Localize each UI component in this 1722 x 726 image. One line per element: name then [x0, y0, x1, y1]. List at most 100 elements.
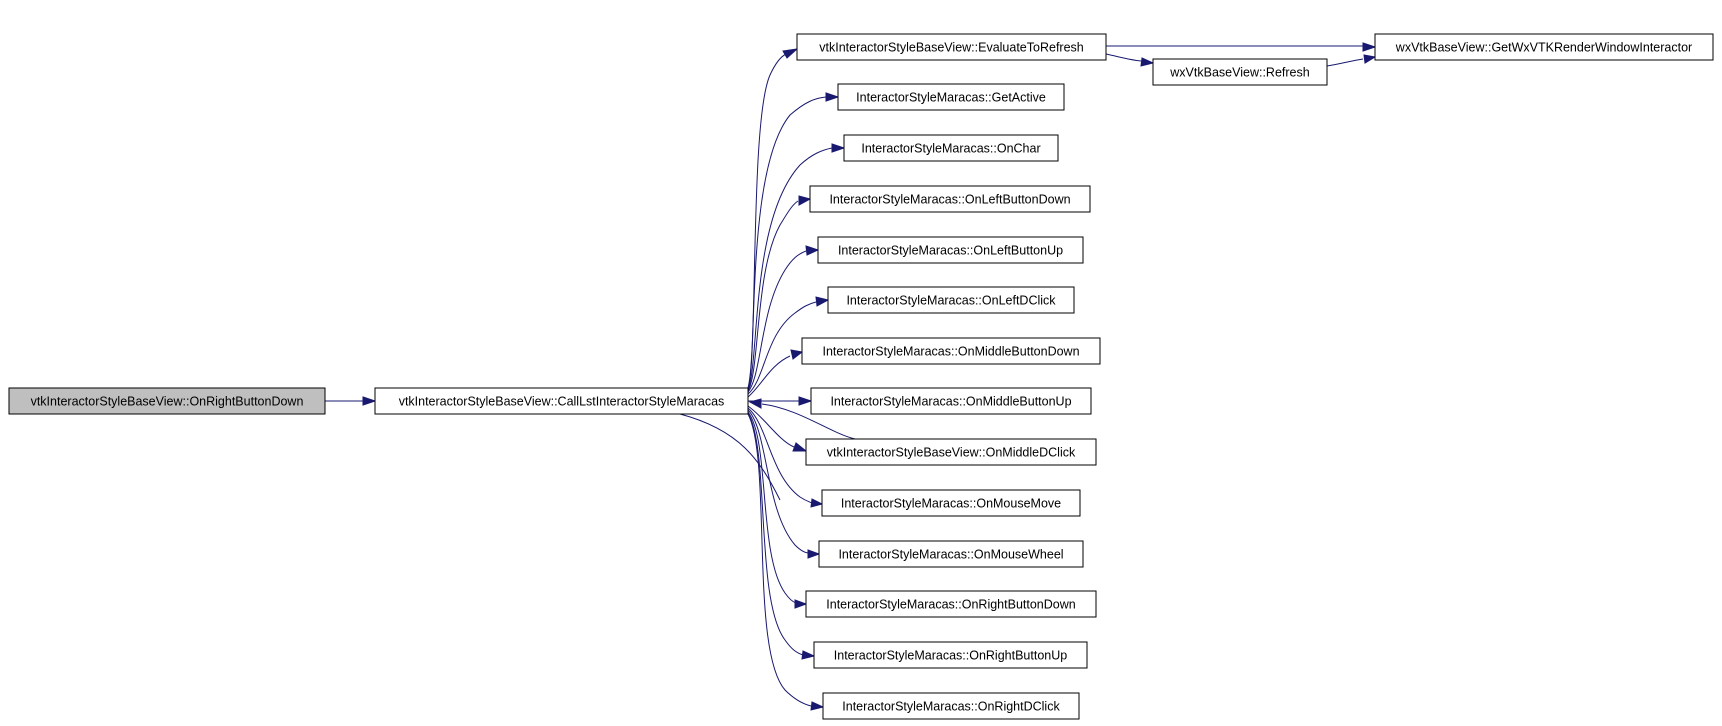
call-node[interactable]: vtkInteractorStyleBaseView::CallLstInter… — [374, 387, 749, 415]
on-middle-d-click-node-box — [805, 438, 1097, 466]
call-to-onrbd-edge-line — [747, 411, 797, 604]
root-to-call-edge — [325, 396, 377, 406]
nodes: vtkInteractorStyleBaseView::OnRightButto… — [8, 33, 1714, 720]
call-to-onmm-lower-edge-line — [679, 413, 781, 501]
call-to-onrbd-edge — [747, 411, 808, 609]
call-to-onrbu-edge-arrowhead — [801, 650, 816, 660]
call-to-onlbd-edge — [747, 195, 812, 392]
on-mouse-wheel-node[interactable]: InteractorStyleMaracas::OnMouseWheel — [818, 540, 1084, 568]
refresh-node[interactable]: wxVtkBaseView::Refresh — [1152, 58, 1328, 86]
on-right-d-click-node[interactable]: InteractorStyleMaracas::OnRightDClick — [822, 692, 1080, 720]
on-mouse-wheel-node-box — [818, 540, 1084, 568]
on-char-node-box — [843, 134, 1059, 162]
call-to-eval-edge-arrowhead — [782, 48, 799, 59]
evaluate-to-refresh-node[interactable]: vtkInteractorStyleBaseView::EvaluateToRe… — [796, 33, 1107, 61]
eval-to-refresh-edge-arrowhead — [1140, 57, 1155, 67]
root-to-call-edge-arrowhead — [362, 396, 377, 406]
root-node-label: vtkInteractorStyleBaseView::OnRightButto… — [31, 395, 304, 409]
eval-to-refresh-edge — [1105, 53, 1155, 67]
on-left-button-up-node-box — [817, 236, 1084, 264]
on-middle-button-up-node[interactable]: InteractorStyleMaracas::OnMiddleButtonUp — [810, 387, 1092, 415]
on-middle-button-down-node-label: InteractorStyleMaracas::OnMiddleButtonDo… — [822, 345, 1079, 359]
on-right-button-up-node-box — [813, 641, 1088, 669]
on-right-d-click-node-box — [822, 692, 1080, 720]
call-to-onrdc-edge-arrowhead — [810, 701, 825, 711]
call-to-onldc-edge-line — [747, 301, 817, 395]
call-to-onrbu-edge-line — [747, 412, 804, 656]
on-left-button-up-node[interactable]: InteractorStyleMaracas::OnLeftButtonUp — [817, 236, 1084, 264]
call-to-getactive-edge-line — [747, 96, 827, 390]
on-middle-d-click-node-label: vtkInteractorStyleBaseView::OnMiddleDCli… — [827, 446, 1076, 460]
onmdc-to-call-edge-line — [761, 403, 856, 440]
call-to-onmm-edge-arrowhead — [810, 498, 824, 508]
on-middle-button-up-node-box — [810, 387, 1092, 415]
root-node[interactable]: vtkInteractorStyleBaseView::OnRightButto… — [8, 387, 326, 415]
onmdc-to-call-edge — [748, 398, 856, 440]
on-middle-button-down-node[interactable]: InteractorStyleMaracas::OnMiddleButtonDo… — [801, 337, 1101, 365]
on-left-button-down-node-label: InteractorStyleMaracas::OnLeftButtonDown — [829, 193, 1070, 207]
eval-to-getwx-edge — [1106, 42, 1377, 52]
call-to-eval-edge-line — [747, 53, 787, 389]
get-active-node-label: InteractorStyleMaracas::GetActive — [856, 91, 1046, 105]
refresh-node-box — [1152, 58, 1328, 86]
on-left-d-click-node[interactable]: InteractorStyleMaracas::OnLeftDClick — [827, 286, 1075, 314]
on-right-button-down-node[interactable]: InteractorStyleMaracas::OnRightButtonDow… — [805, 590, 1097, 618]
call-node-label: vtkInteractorStyleBaseView::CallLstInter… — [399, 395, 725, 409]
edges — [325, 42, 1377, 711]
call-to-onrbd-edge-arrowhead — [794, 599, 808, 609]
on-mouse-wheel-node-label: InteractorStyleMaracas::OnMouseWheel — [838, 548, 1063, 562]
call-to-onmw-edge — [747, 409, 821, 559]
call-to-onmdc-edge-line — [747, 405, 795, 448]
on-char-node-label: InteractorStyleMaracas::OnChar — [861, 142, 1040, 156]
on-mouse-move-node[interactable]: InteractorStyleMaracas::OnMouseMove — [821, 489, 1081, 517]
root-node-box — [8, 387, 326, 415]
on-middle-d-click-node[interactable]: vtkInteractorStyleBaseView::OnMiddleDCli… — [805, 438, 1097, 466]
call-to-onldc-edge — [747, 296, 830, 395]
call-to-onlbd-edge-arrowhead — [798, 195, 812, 206]
on-left-d-click-node-label: InteractorStyleMaracas::OnLeftDClick — [846, 294, 1056, 308]
on-mouse-move-node-box — [821, 489, 1081, 517]
on-right-d-click-node-label: InteractorStyleMaracas::OnRightDClick — [842, 700, 1060, 714]
on-middle-button-down-node-box — [801, 337, 1101, 365]
evaluate-to-refresh-node-box — [796, 33, 1107, 61]
on-left-button-down-node[interactable]: InteractorStyleMaracas::OnLeftButtonDown — [809, 185, 1091, 213]
call-to-onmdc-edge — [747, 405, 808, 452]
call-to-onlbu-edge-arrowhead — [805, 245, 820, 256]
call-node-box — [374, 387, 749, 415]
call-to-onmbd-edge-arrowhead — [790, 349, 804, 360]
onmdc-to-call-edge-arrowhead — [748, 398, 762, 409]
on-right-button-down-node-label: InteractorStyleMaracas::OnRightButtonDow… — [826, 598, 1075, 612]
on-left-button-up-node-label: InteractorStyleMaracas::OnLeftButtonUp — [838, 244, 1063, 258]
call-to-onmbd-edge-line — [747, 355, 791, 398]
call-to-getactive-edge — [747, 92, 840, 390]
get-wx-vtk-render-window-interactor-node[interactable]: wxVtkBaseView::GetWxVTKRenderWindowInter… — [1374, 33, 1714, 61]
call-to-onmbu-edge-arrowhead — [798, 396, 813, 406]
on-char-node[interactable]: InteractorStyleMaracas::OnChar — [843, 134, 1059, 162]
on-left-d-click-node-box — [827, 286, 1075, 314]
refresh-to-getwx-edge-line — [1326, 58, 1364, 67]
on-right-button-down-node-box — [805, 590, 1097, 618]
call-to-onchar-edge-line — [747, 147, 833, 391]
eval-to-refresh-edge-line — [1105, 53, 1142, 62]
call-to-onrdc-edge-line — [747, 413, 812, 707]
call-to-onmdc-edge-arrowhead — [792, 442, 808, 452]
call-to-onmm-lower-edge — [679, 413, 781, 501]
refresh-to-getwx-edge-arrowhead — [1363, 54, 1377, 64]
call-to-onlbd-edge-line — [747, 200, 799, 392]
get-active-node-box — [837, 83, 1065, 111]
call-to-onrbu-edge — [747, 412, 816, 660]
get-active-node[interactable]: InteractorStyleMaracas::GetActive — [837, 83, 1065, 111]
refresh-to-getwx-edge — [1326, 54, 1377, 67]
call-to-onchar-edge — [747, 143, 846, 391]
call-to-getactive-edge-arrowhead — [825, 92, 840, 102]
call-to-onmw-edge-arrowhead — [807, 549, 821, 559]
call-to-onlbu-edge — [747, 245, 820, 393]
on-middle-button-up-node-label: InteractorStyleMaracas::OnMiddleButtonUp — [830, 395, 1071, 409]
on-mouse-move-node-label: InteractorStyleMaracas::OnMouseMove — [841, 497, 1061, 511]
call-to-onmm-edge — [747, 407, 824, 508]
on-right-button-up-node[interactable]: InteractorStyleMaracas::OnRightButtonUp — [813, 641, 1088, 669]
call-to-onlbu-edge-line — [747, 250, 807, 393]
evaluate-to-refresh-node-label: vtkInteractorStyleBaseView::EvaluateToRe… — [819, 41, 1084, 55]
on-left-button-down-node-box — [809, 185, 1091, 213]
call-to-onmm-edge-line — [747, 407, 813, 504]
